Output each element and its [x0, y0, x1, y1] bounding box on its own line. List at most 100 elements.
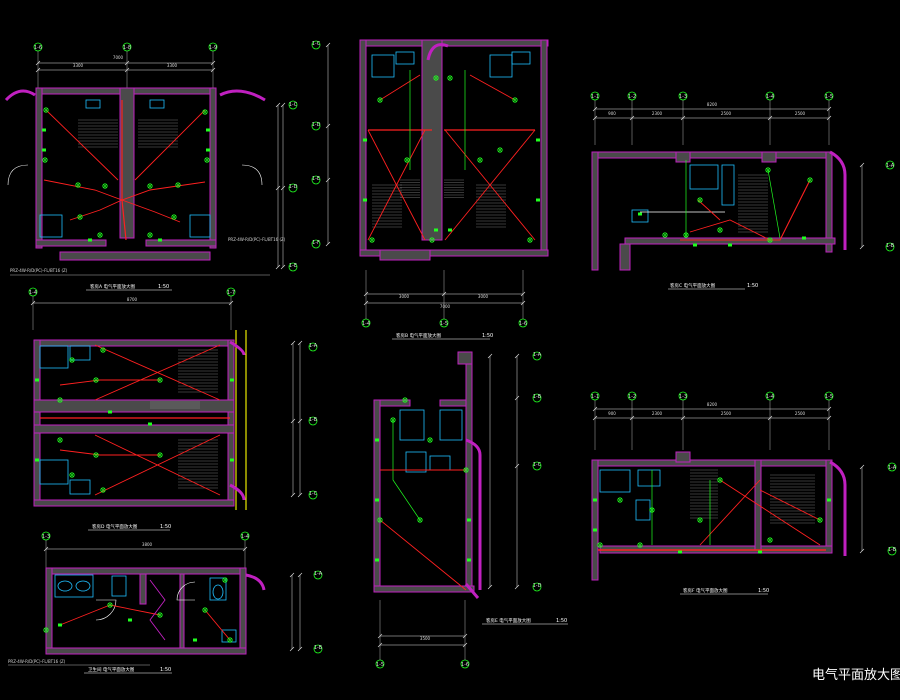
panel-7-dim: 3800 — [142, 542, 153, 547]
circuit-wire — [59, 449, 160, 456]
light-fixture-cross — [766, 168, 770, 172]
panel-6-side-axis-a: 1-A — [888, 465, 897, 471]
light-fixture-icon — [69, 357, 75, 363]
axis-bubble — [311, 175, 321, 185]
curved-wall — [465, 438, 482, 590]
light-fixture-cross — [808, 178, 812, 182]
dimension-tick — [289, 646, 295, 652]
panel-2-caption: 客房B 电气平面放大图 — [396, 332, 442, 339]
dimension-tick — [859, 162, 865, 168]
socket-icon — [42, 128, 46, 132]
panel-6-dim-total: 8200 — [707, 402, 718, 407]
panel-7-annotations: 1-3 1-4 3800 1-A 1-B PRZ-4W-R/D(PC)-FL/B… — [8, 534, 323, 673]
wall-segment — [379, 249, 431, 261]
dimension-tick — [289, 572, 295, 578]
wall-segment — [179, 573, 185, 649]
panel-3-axis-b: 1-2 — [628, 94, 636, 100]
light-fixture-cross — [464, 468, 468, 472]
light-fixture-cross — [391, 418, 395, 422]
sanitary-fixture — [149, 99, 165, 109]
panel-3-axis-e: 1-5 — [825, 94, 833, 100]
wall-segment — [591, 151, 833, 159]
sanitary-fixture — [405, 451, 427, 473]
panel-5-axis-b: 1-6 — [461, 662, 469, 668]
socket-icon — [158, 238, 162, 242]
light-fixture-cross — [94, 378, 98, 382]
sanitary-fixture — [637, 469, 661, 487]
socket-icon — [206, 148, 210, 152]
panel-4-axis-a: 1-4 — [29, 290, 37, 296]
socket-icon — [536, 198, 540, 202]
panel-4-plan — [28, 287, 318, 531]
panel-4-axis-b: 1-7 — [227, 290, 235, 296]
light-fixture-icon — [429, 237, 435, 243]
panel-7-side-axis-b: 1-B — [314, 645, 323, 651]
light-fixture-cross — [108, 603, 112, 607]
panel-1-axis-c: 1-9 — [209, 45, 217, 51]
circuit-wire — [45, 109, 119, 181]
light-fixture-cross — [448, 76, 452, 80]
circuit-wire — [379, 74, 421, 101]
axis-bubble — [288, 100, 298, 110]
light-fixture-cross — [430, 238, 434, 242]
wall-segment — [139, 573, 147, 605]
axis-bubble — [288, 262, 298, 272]
light-fixture-icon — [427, 437, 433, 443]
light-fixture-icon — [817, 517, 823, 523]
light-fixture-icon — [617, 497, 623, 503]
panel-4-side-axis-a: 1-A — [309, 343, 318, 349]
light-fixture-icon — [77, 214, 83, 220]
dimension-tick — [514, 395, 520, 401]
axis-bubble — [308, 490, 318, 500]
light-fixture-cross — [103, 184, 107, 188]
light-fixture-cross — [405, 158, 409, 162]
wall-segment — [373, 585, 475, 593]
panel-1-dim-a: 3300 — [73, 63, 84, 68]
panel-5-scale: 1:50 — [556, 618, 567, 624]
curved-wall — [4, 89, 36, 102]
panel-5-side-axis-a: 1-A — [533, 352, 542, 358]
light-fixture-cross — [148, 184, 152, 188]
axis-bubble — [311, 239, 321, 249]
wall-segment — [33, 399, 235, 413]
axis-bubble — [887, 546, 897, 556]
wall-segment — [675, 151, 691, 163]
panel-2-side-axis-c: 1-E — [312, 176, 320, 182]
wall-segment — [239, 567, 247, 654]
door-swing — [7, 164, 29, 186]
light-fixture-cross — [76, 183, 80, 187]
panel-6-axis-d: 1-4 — [766, 394, 774, 400]
socket-icon — [434, 228, 438, 232]
light-fixture-icon — [222, 577, 228, 583]
socket-icon — [35, 458, 39, 462]
control-wire — [767, 169, 781, 239]
light-fixture-icon — [527, 237, 533, 243]
circuit-wire — [94, 434, 221, 496]
panel-2-dim-b: 3000 — [478, 294, 489, 299]
light-fixture-icon — [97, 232, 103, 238]
panel-6-plan — [590, 391, 897, 595]
socket-icon — [593, 498, 597, 502]
light-fixture-cross — [44, 628, 48, 632]
sanitary-fixture — [399, 409, 425, 441]
wall-segment — [359, 39, 549, 47]
light-fixture-icon — [100, 487, 106, 493]
light-fixture-icon — [93, 377, 99, 383]
axis-bubble — [308, 342, 318, 352]
wall-segment — [619, 243, 631, 271]
dimension-tick — [275, 102, 281, 108]
panel-7-scale: 1:50 — [160, 667, 171, 673]
panel-6-caption: 客房F 电气平面放大图 — [683, 587, 728, 594]
light-fixture-cross — [818, 518, 822, 522]
wall-segment — [675, 451, 691, 463]
panel-3-dim-total: 8200 — [707, 102, 718, 107]
dimension-tick — [280, 185, 286, 191]
panel-6-dim-a: 900 — [608, 411, 616, 416]
light-fixture-icon — [697, 517, 703, 523]
sanitary-fixture — [395, 51, 415, 65]
panel-6-dim-c: 2500 — [721, 411, 732, 416]
light-fixture-cross — [663, 233, 667, 237]
panel-6-scale: 1:50 — [758, 588, 769, 594]
panel-3-dim-c: 2500 — [721, 111, 732, 116]
